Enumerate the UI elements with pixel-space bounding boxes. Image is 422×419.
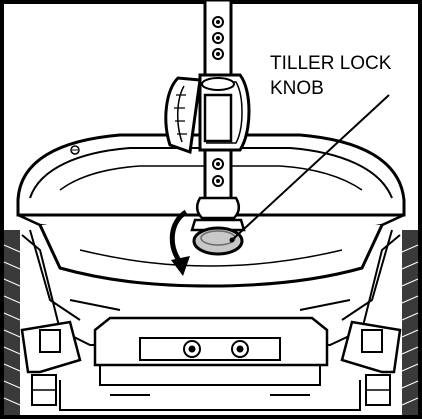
callout-pointer-dot xyxy=(229,237,235,243)
side-bracket-left xyxy=(20,320,82,406)
callout-leader xyxy=(231,94,390,241)
lower-bracket xyxy=(59,316,361,411)
headlight-housing xyxy=(164,73,251,155)
callout-label-line2: KNOB xyxy=(270,78,324,99)
callout-label-line1: TILLER LOCK xyxy=(270,53,392,74)
wheel-right xyxy=(401,230,419,415)
wheel-left xyxy=(3,230,21,415)
rotation-arrow xyxy=(169,209,190,276)
tiller-lock-knob xyxy=(190,196,246,256)
side-bracket-right xyxy=(340,320,402,406)
